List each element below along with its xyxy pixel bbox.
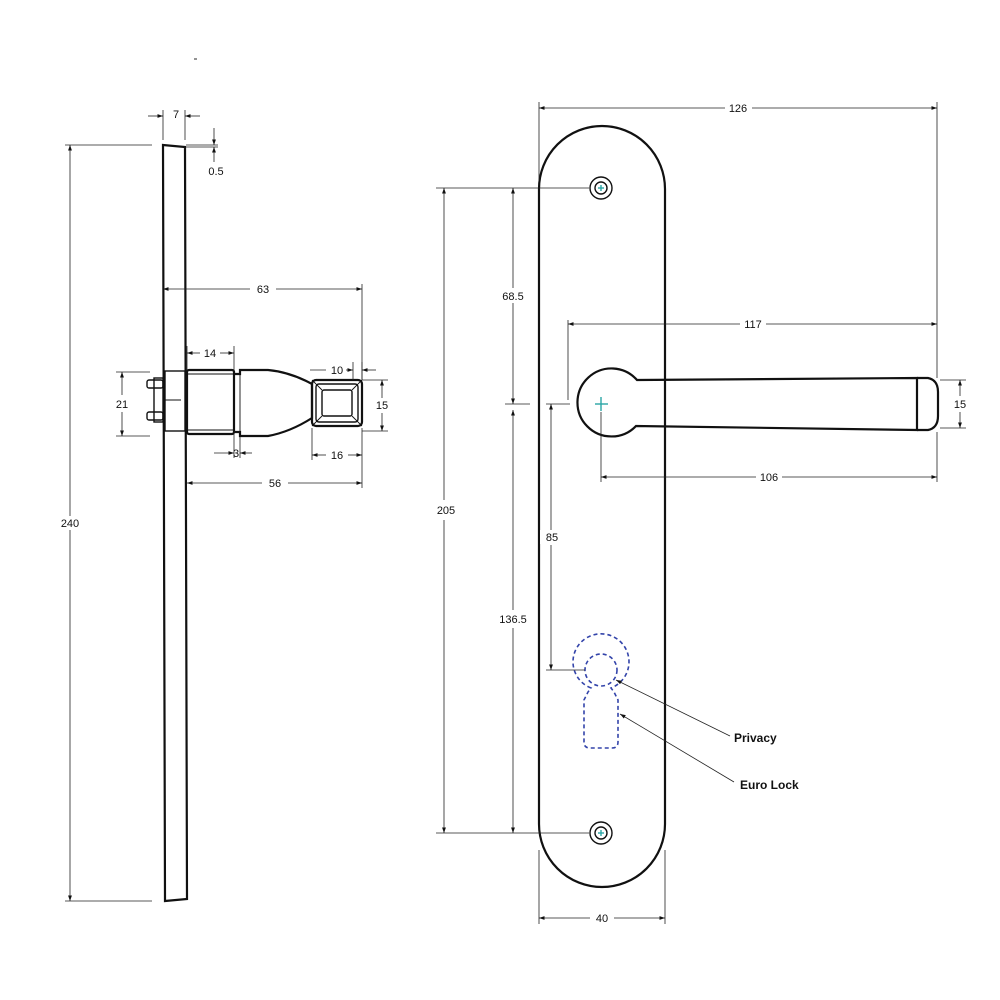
- label-grip-height: 15: [376, 400, 388, 412]
- dim-side-lever-projection: 56: [187, 460, 363, 490]
- side-view: 7 0.5 240 63: [56, 109, 388, 903]
- dim-side-spindle: 21: [116, 371, 150, 437]
- dim-front-lever-length: 117: [567, 319, 937, 400]
- side-plate-inner-edge: [162, 144, 166, 902]
- privacy-cutout: [584, 653, 618, 687]
- dim-front-plate-base: 40: [538, 850, 666, 925]
- side-rose: [185, 368, 236, 436]
- label-lever-end: 15: [954, 399, 966, 411]
- dim-front-backset: 85: [540, 403, 585, 671]
- label-projection: 63: [257, 284, 269, 296]
- side-plate-profile: [161, 143, 189, 903]
- dim-side-chamfer: 0.5: [186, 128, 224, 178]
- callout-privacy-label: Privacy: [734, 731, 777, 745]
- euro-lock-cutout: [572, 633, 630, 749]
- dim-front-plate-width: 126: [538, 102, 938, 378]
- dim-front-screw-centres: 205: [432, 187, 589, 834]
- label-height: 240: [61, 518, 79, 530]
- dim-side-thickness: 7: [148, 109, 200, 140]
- dim-side-neck: 3: [214, 434, 252, 460]
- label-neck: 3: [233, 448, 239, 460]
- side-spindle-stub: [146, 370, 186, 432]
- dim-side-rose: 14: [186, 346, 235, 370]
- label-lever-projection: 56: [269, 478, 281, 490]
- side-lever-neck: [234, 368, 314, 438]
- label-lower-span: 136.5: [499, 614, 527, 626]
- label-screw-centres: 205: [437, 505, 455, 517]
- dim-side-grip-height: 15: [362, 379, 388, 432]
- lever-end-cap: [917, 376, 940, 432]
- label-grip-length: 16: [331, 450, 343, 462]
- side-lever-grip: [310, 378, 364, 428]
- callout-privacy: Privacy: [615, 679, 777, 745]
- dim-front-screw-to-handle: 68.5: [496, 188, 530, 405]
- label-screw-to-handle: 68.5: [502, 291, 523, 303]
- label-rose-length: 14: [204, 348, 216, 360]
- dim-front-lever-reach: 106: [600, 412, 938, 484]
- label-thickness: 7: [173, 109, 179, 121]
- label-lever-reach: 106: [760, 472, 778, 484]
- label-chamfer: 0.5: [208, 166, 223, 178]
- front-plate: [537, 124, 667, 889]
- bottom-screw: [589, 821, 613, 845]
- front-lever: [576, 367, 919, 438]
- front-view: 126 205 68.5 136.5: [432, 102, 966, 925]
- label-plate-base: 40: [596, 913, 608, 925]
- callout-euro-lock-label: Euro Lock: [740, 778, 799, 792]
- dim-side-height: 240: [56, 144, 152, 902]
- dim-front-lower-span: 136.5: [494, 410, 532, 833]
- dim-side-grip-width: 10: [310, 362, 376, 380]
- label-plate-width: 126: [729, 103, 747, 115]
- dim-front-lever-end: 15: [940, 379, 966, 429]
- label-grip-width: 10: [331, 365, 343, 377]
- callout-euro-lock: Euro Lock: [619, 713, 799, 792]
- dim-side-grip-length: 16: [311, 428, 363, 462]
- spindle-centre-mark: [595, 397, 608, 411]
- label-backset: 85: [546, 532, 558, 544]
- label-spindle-height: 21: [116, 399, 128, 411]
- label-lever-length: 117: [744, 319, 762, 331]
- top-screw: [589, 176, 613, 200]
